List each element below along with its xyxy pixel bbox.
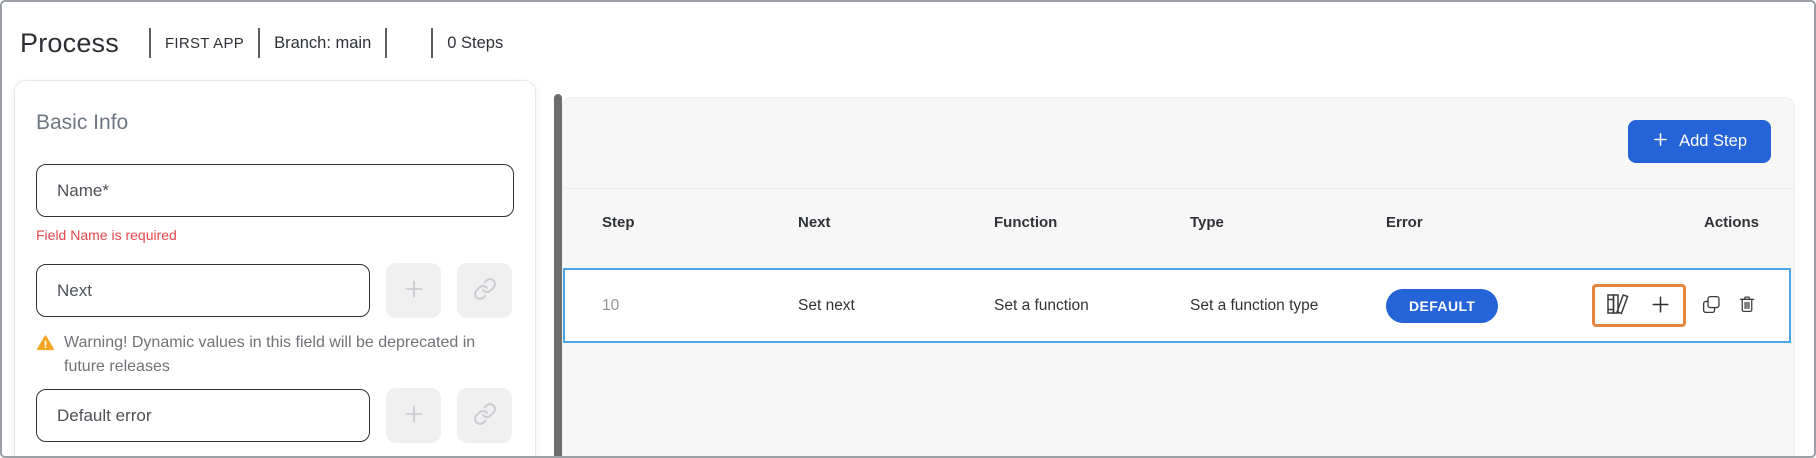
error-default-badge[interactable]: DEFAULT — [1386, 288, 1499, 323]
steps-panel: Add Step Step Next Function Type Error A… — [562, 97, 1795, 456]
add-to-step-button[interactable] — [1649, 293, 1672, 319]
header-divider — [385, 28, 388, 58]
header-divider — [148, 28, 151, 58]
column-header-step: Step — [602, 213, 635, 231]
next-link-button[interactable] — [457, 263, 512, 318]
plus-icon — [402, 277, 426, 304]
step-cell-actions — [1582, 284, 1789, 327]
next-field-row: Next — [36, 263, 514, 318]
column-header-next: Next — [798, 213, 831, 231]
step-row[interactable]: 10 Set next Set a function Set a functio… — [563, 268, 1791, 343]
highlighted-actions-group — [1592, 284, 1686, 327]
page-title: Process — [20, 27, 119, 58]
panel-splitter[interactable] — [554, 94, 562, 456]
name-input-label: Name* — [57, 180, 109, 200]
add-icon — [1649, 293, 1672, 319]
step-cell-error: DEFAULT — [1386, 288, 1582, 323]
default-error-input[interactable]: Default error — [36, 389, 370, 442]
name-field-error: Field Name is required — [36, 227, 177, 243]
step-cell-type: Set a function type — [1190, 296, 1319, 314]
basic-info-title: Basic Info — [36, 111, 129, 134]
plus-icon — [1652, 131, 1669, 153]
column-header-actions: Actions — [1703, 213, 1759, 231]
add-step-button[interactable]: Add Step — [1628, 120, 1771, 163]
delete-step-button[interactable] — [1737, 293, 1757, 318]
header-divider — [431, 28, 434, 58]
branch-label: Branch: main — [274, 33, 372, 52]
add-step-label: Add Step — [1679, 132, 1747, 150]
step-cell-function: Set a function — [994, 296, 1089, 314]
default-error-field-row: Default error — [36, 388, 514, 443]
step-cell-next: Set next — [798, 296, 855, 314]
next-add-button[interactable] — [386, 263, 441, 318]
default-error-input-label: Default error — [57, 405, 152, 425]
step-cell-step: 10 — [602, 296, 620, 314]
warning-text: Warning! Dynamic values in this field wi… — [64, 334, 476, 375]
header-divider — [258, 28, 261, 58]
warning-triangle-icon — [36, 331, 55, 379]
library-icon — [1606, 292, 1632, 319]
copy-icon — [1701, 294, 1722, 318]
column-header-error: Error — [1386, 213, 1423, 231]
page-header: Process FIRST APP Branch: main 0 Steps — [20, 20, 503, 66]
steps-table-header: Step Next Function Type Error Actions — [563, 188, 1794, 255]
link-icon — [473, 277, 497, 304]
app-name: FIRST APP — [164, 34, 245, 52]
default-error-link-button[interactable] — [457, 388, 512, 443]
steps-count: 0 Steps — [447, 33, 504, 52]
name-input[interactable]: Name* — [36, 164, 514, 217]
link-icon — [473, 402, 497, 429]
default-error-add-button[interactable] — [386, 388, 441, 443]
delete-icon — [1737, 293, 1757, 318]
next-input[interactable]: Next — [36, 264, 370, 317]
next-input-label: Next — [57, 280, 92, 300]
plus-icon — [402, 402, 426, 429]
column-header-function: Function — [994, 213, 1058, 231]
column-header-type: Type — [1190, 213, 1224, 231]
next-field-warning: Warning! Dynamic values in this field wi… — [36, 331, 514, 379]
copy-step-button[interactable] — [1701, 294, 1722, 318]
library-button[interactable] — [1606, 292, 1632, 319]
basic-info-panel: Basic Info Name* Field Name is required … — [14, 80, 536, 456]
